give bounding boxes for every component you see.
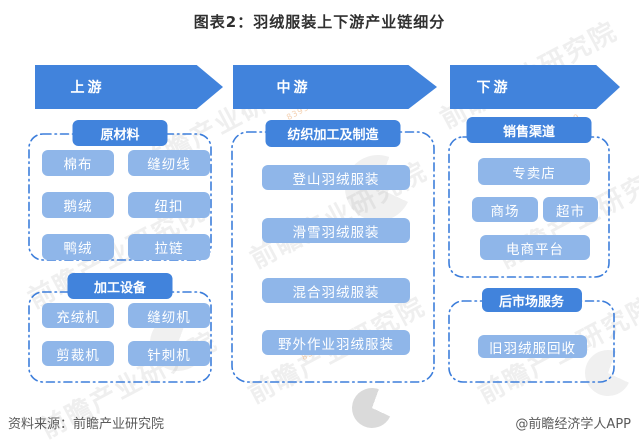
item-mountaineering-down-jacket: 登山羽绒服装 <box>262 165 410 190</box>
group-textile-manufacturing: 纺织加工及制造 登山羽绒服装 滑雪羽绒服装 混合羽绒服装 野外作业羽绒服装 <box>231 120 435 383</box>
item-mixed-down-jacket: 混合羽绒服装 <box>262 278 410 303</box>
item-specialty-store: 专卖店 <box>478 158 590 185</box>
item-duck-down: 鸭绒 <box>42 234 114 260</box>
item-cutting-machine: 剪裁机 <box>42 341 114 366</box>
item-needle-punch-machine: 针刺机 <box>128 341 210 366</box>
dashdot-border <box>448 300 615 383</box>
group-sales-channels: 销售渠道 专卖店 商场 超市 电商平台 <box>448 117 610 278</box>
group-processing-equipment: 加工设备 充绒机 缝纫机 剪裁机 针刺机 <box>28 273 212 383</box>
item-sewing-machine: 缝纫机 <box>128 303 210 328</box>
item-shopping-mall: 商场 <box>472 197 538 222</box>
group-header-processing-equipment: 加工设备 <box>67 273 173 299</box>
item-outdoor-work-down-jacket: 野外作业羽绒服装 <box>262 330 410 355</box>
item-ecommerce-platform: 电商平台 <box>480 235 590 260</box>
dashdot-border <box>231 131 435 383</box>
qianzhan-logo-watermark-icon <box>345 381 399 435</box>
group-aftermarket-services: 后市场服务 旧羽绒服回收 <box>448 288 615 383</box>
item-old-down-jacket-recycling: 旧羽绒服回收 <box>478 335 587 358</box>
item-down-filling-machine: 充绒机 <box>42 303 114 328</box>
group-header-sales-channels: 销售渠道 <box>466 117 592 143</box>
item-sewing-thread: 缝纫线 <box>128 150 210 176</box>
processing-equipment-grid: 充绒机 缝纫机 剪裁机 针刺机 <box>42 303 210 366</box>
credit-caption: @前瞻经济学人APP <box>515 417 631 432</box>
arrow-upstream: 上游 <box>35 65 223 109</box>
arrow-downstream: 下游 <box>450 65 620 109</box>
group-header-textile-manufacturing: 纺织加工及制造 <box>265 120 401 147</box>
arrow-upstream-label: 上游 <box>70 80 105 96</box>
source-caption: 资料来源：前瞻产业研究院 <box>8 417 165 432</box>
figure-title: 图表2：羽绒服装上下游产业链细分 <box>193 13 446 31</box>
item-supermarket: 超市 <box>543 197 598 222</box>
item-zipper: 拉链 <box>128 234 210 260</box>
item-cotton-cloth: 棉布 <box>42 150 114 176</box>
group-raw-materials: 原材料 棉布 缝纫线 鹅绒 纽扣 鸭绒 拉链 <box>28 120 212 261</box>
raw-materials-grid: 棉布 缝纫线 鹅绒 纽扣 鸭绒 拉链 <box>42 150 210 260</box>
item-ski-down-jacket: 滑雪羽绒服装 <box>262 218 410 243</box>
group-header-raw-materials: 原材料 <box>72 120 168 146</box>
arrow-midstream: 中游 <box>233 65 437 109</box>
arrow-midstream-label: 中游 <box>276 80 311 96</box>
group-header-aftermarket-services: 后市场服务 <box>481 288 582 312</box>
item-button: 纽扣 <box>128 192 210 218</box>
item-goose-down: 鹅绒 <box>42 192 114 218</box>
arrow-downstream-label: 下游 <box>476 80 511 96</box>
